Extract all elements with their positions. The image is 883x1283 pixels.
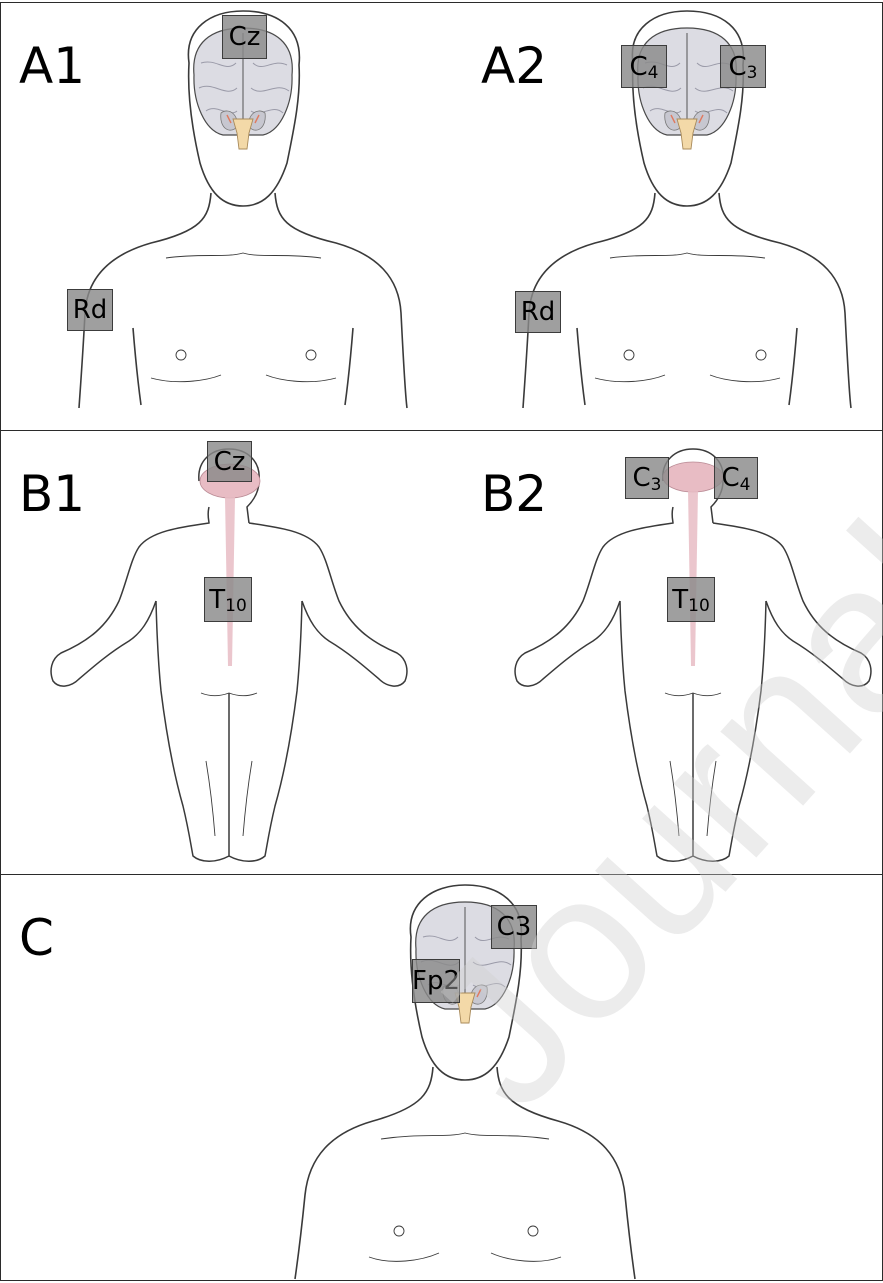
electrode-subscript: 10 — [688, 598, 710, 615]
brain-and-spinal-cord-b1 — [200, 464, 260, 666]
panel-label-c: C — [19, 913, 54, 963]
electrode-label: T — [672, 587, 688, 613]
electrode-cz-b1: Cz — [207, 441, 252, 482]
panel-label-a2: A2 — [481, 41, 547, 91]
electrode-label: C — [729, 54, 747, 80]
panel-label-b2: B2 — [481, 469, 547, 519]
electrode-label: Rd — [73, 297, 108, 323]
electrode-rd-a2: Rd — [515, 291, 561, 333]
electrode-label: T — [209, 587, 225, 613]
electrode-rd-a1: Rd — [67, 289, 113, 331]
electrode-subscript: 4 — [648, 65, 659, 82]
front-view-figure-c — [1, 875, 883, 1281]
panel-label-b1: B1 — [19, 469, 85, 519]
electrode-label: Cz — [229, 24, 261, 50]
electrode-label: C3 — [497, 914, 532, 940]
electrode-subscript: 3 — [747, 65, 758, 82]
electrode-label: C — [633, 465, 651, 491]
electrode-subscript: 4 — [740, 477, 751, 494]
electrode-subscript: 3 — [651, 477, 662, 494]
electrode-label: Fp2 — [412, 968, 460, 994]
electrode-label: Rd — [521, 299, 556, 325]
electrode-fp2-c: Fp2 — [412, 959, 460, 1003]
electrode-c3-c: C3 — [491, 905, 537, 949]
panel-label-a1: A1 — [19, 41, 85, 91]
electrode-label: C — [722, 465, 740, 491]
panel-c: C C3 Fp2 — [0, 875, 883, 1281]
electrode-subscript: 10 — [225, 598, 247, 615]
electrode-cz-a1: Cz — [222, 15, 267, 59]
electrode-label: C — [630, 54, 648, 80]
electrode-label: Cz — [214, 449, 246, 475]
